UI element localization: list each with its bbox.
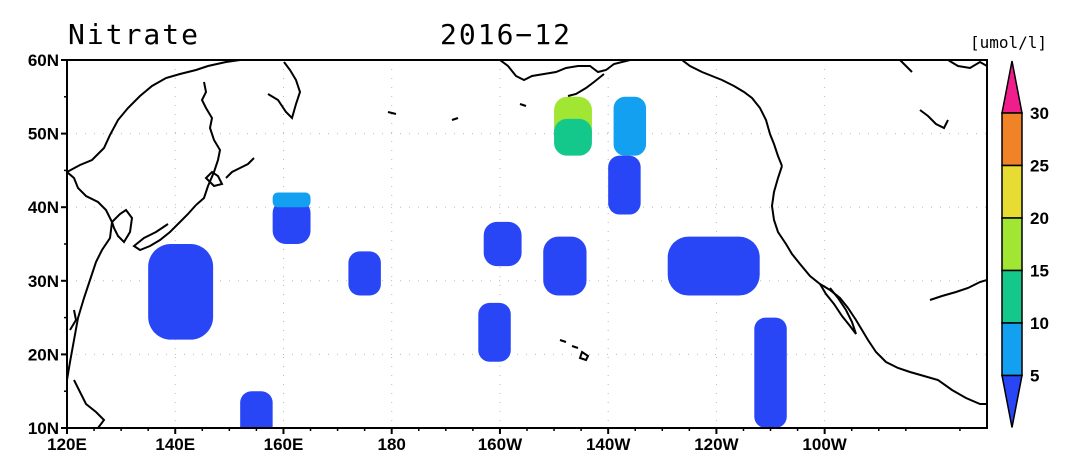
nitrate-patch bbox=[543, 236, 587, 296]
y-tick-label: 30N bbox=[28, 272, 59, 291]
nitrate-patch bbox=[483, 221, 522, 267]
colorbar-units: [umol/l] bbox=[970, 33, 1047, 52]
nitrate-patch bbox=[478, 302, 511, 362]
y-axis-ticks: 10N 20N 30N 40N 50N 60N bbox=[28, 51, 67, 438]
colorbar-label: 5 bbox=[1030, 367, 1039, 386]
x-axis-ticks: 120E 140E 160E 180 160W 140W 120W 100W bbox=[47, 428, 961, 454]
colorbar-cap-top bbox=[1001, 60, 1023, 114]
nitrate-patch bbox=[348, 251, 381, 296]
x-tick-label: 160W bbox=[478, 435, 523, 454]
y-tick-label: 10N bbox=[28, 419, 59, 438]
colorbar-label: 20 bbox=[1030, 209, 1049, 228]
nitrate-patch bbox=[272, 192, 311, 208]
nitrate-patch bbox=[667, 236, 760, 296]
y-tick-label: 60N bbox=[28, 51, 59, 70]
nitrate-patch bbox=[754, 317, 787, 428]
x-tick-label: 120E bbox=[47, 435, 87, 454]
colorbar-cap-bottom bbox=[1001, 374, 1023, 428]
data-patches bbox=[148, 96, 787, 428]
y-tick-label: 20N bbox=[28, 345, 59, 364]
colorbar-segment bbox=[1001, 217, 1023, 272]
colorbar-segment bbox=[1001, 112, 1023, 167]
nitrate-patch bbox=[240, 391, 273, 428]
colorbar-label: 10 bbox=[1030, 314, 1049, 333]
nitrate-patch bbox=[613, 96, 647, 156]
coastlines bbox=[67, 60, 987, 428]
map-title: Nitrate bbox=[68, 18, 200, 51]
x-tick-label: 140E bbox=[155, 435, 195, 454]
gridlines bbox=[67, 60, 987, 428]
x-tick-label: 100W bbox=[802, 435, 847, 454]
colorbar: 5 10 15 20 25 30 bbox=[1001, 60, 1049, 428]
nitrate-patch bbox=[148, 244, 214, 340]
colorbar-label: 15 bbox=[1030, 262, 1049, 281]
x-tick-label: 140W bbox=[586, 435, 631, 454]
plot-frame bbox=[66, 59, 988, 429]
nitrate-patch bbox=[608, 155, 641, 215]
colorbar-label: 25 bbox=[1030, 157, 1049, 176]
x-tick-label: 120W bbox=[694, 435, 739, 454]
map-date: 2016−12 bbox=[440, 18, 572, 51]
x-tick-label: 180 bbox=[378, 435, 406, 454]
nitrate-patch bbox=[554, 118, 592, 156]
colorbar-segment bbox=[1001, 269, 1023, 324]
nitrate-patch bbox=[272, 199, 311, 244]
colorbar-segment bbox=[1001, 322, 1023, 377]
y-tick-label: 40N bbox=[28, 198, 59, 217]
colorbar-label: 30 bbox=[1030, 104, 1049, 123]
x-tick-label: 160E bbox=[264, 435, 304, 454]
colorbar-segment bbox=[1001, 164, 1023, 219]
y-tick-label: 50N bbox=[28, 125, 59, 144]
